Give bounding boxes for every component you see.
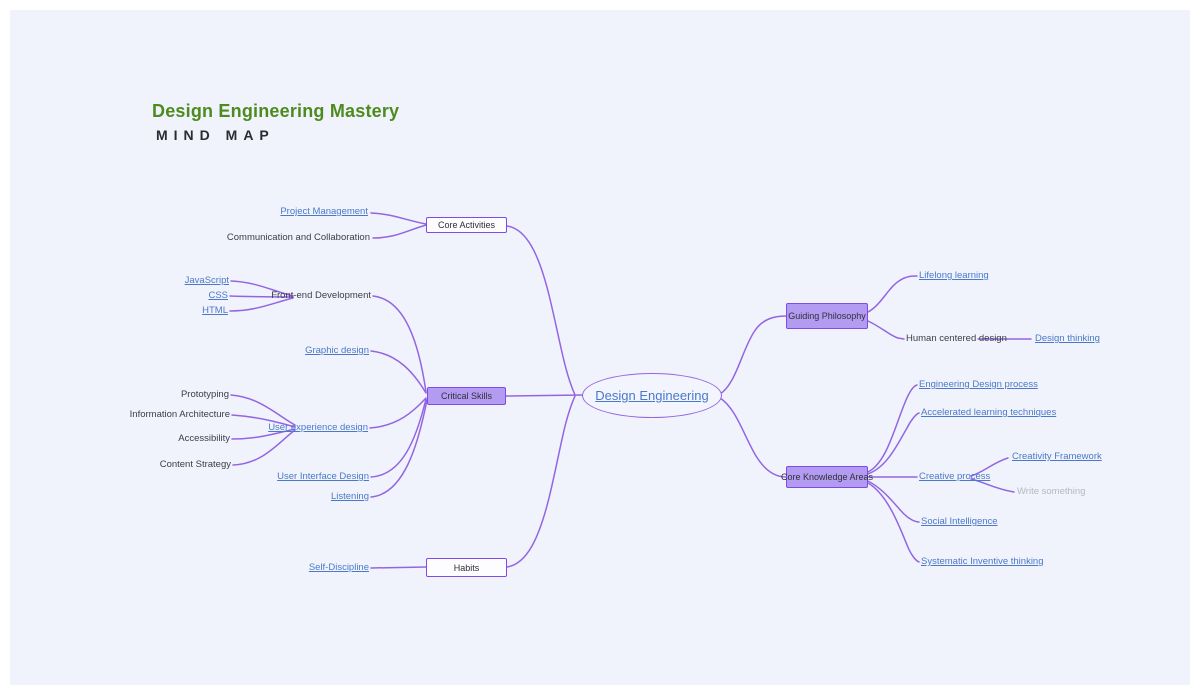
node-listening[interactable]: Listening xyxy=(330,491,369,502)
node-systematic-inventive-thinking[interactable]: Systematic Inventive thinking xyxy=(921,556,1044,567)
node-graphic-design[interactable]: Graphic design xyxy=(305,345,369,356)
node-communication-and-collaboration[interactable]: Communication and Collaboration xyxy=(226,232,370,243)
node-design-thinking[interactable]: Design thinking xyxy=(1035,333,1100,344)
node-prototyping[interactable]: Prototyping xyxy=(180,389,229,400)
node-core-knowledge-areas[interactable]: Core Knowledge Areas xyxy=(781,466,873,488)
node-social-intelligence[interactable]: Social Intelligence xyxy=(921,516,998,527)
node-critical-skills[interactable]: Critical Skills xyxy=(427,387,506,405)
node-engineering-design-process[interactable]: Engineering Design process xyxy=(919,379,1038,390)
node-user-interface-design[interactable]: User Interface Design xyxy=(277,471,369,482)
node-user-experience-design[interactable]: User experience design xyxy=(268,422,368,433)
node-guiding-philosophy[interactable]: Guiding Philosophy xyxy=(786,303,868,329)
node-core-activities[interactable]: Core Activities xyxy=(426,217,507,233)
map-title: Design Engineering Mastery xyxy=(152,101,400,121)
node-css[interactable]: CSS xyxy=(208,290,228,301)
node-habits[interactable]: Habits xyxy=(426,558,507,577)
node-root-design-engineering[interactable]: Design Engineering xyxy=(582,373,722,418)
node-project-management[interactable]: Project Management xyxy=(280,206,368,217)
node-self-discipline[interactable]: Self-Discipline xyxy=(308,562,369,573)
node-front-end-development[interactable]: Front-end Development xyxy=(271,290,371,301)
node-information-architecture[interactable]: Information Architecture xyxy=(129,409,230,420)
node-javascript[interactable]: JavaScript xyxy=(184,275,229,286)
map-header: Design Engineering Mastery MIND MAP xyxy=(152,101,399,143)
root-label: Design Engineering xyxy=(595,388,709,403)
node-creativity-framework[interactable]: Creativity Framework xyxy=(1012,451,1102,462)
node-accelerated-learning-techniques[interactable]: Accelerated learning techniques xyxy=(921,407,1057,418)
map-subtitle: MIND MAP xyxy=(156,127,275,143)
node-accessibility[interactable]: Accessibility xyxy=(178,433,230,444)
node-human-centered-design[interactable]: Human centered design xyxy=(906,333,1007,344)
mindmap-canvas[interactable] xyxy=(10,10,1190,685)
node-write-something-placeholder[interactable]: Write something xyxy=(1017,486,1086,497)
node-lifelong-learning[interactable]: Lifelong learning xyxy=(919,270,989,281)
node-html[interactable]: HTML xyxy=(202,305,228,316)
node-creative-process[interactable]: Creative process xyxy=(919,471,991,482)
node-content-strategy[interactable]: Content Strategy xyxy=(159,459,231,470)
